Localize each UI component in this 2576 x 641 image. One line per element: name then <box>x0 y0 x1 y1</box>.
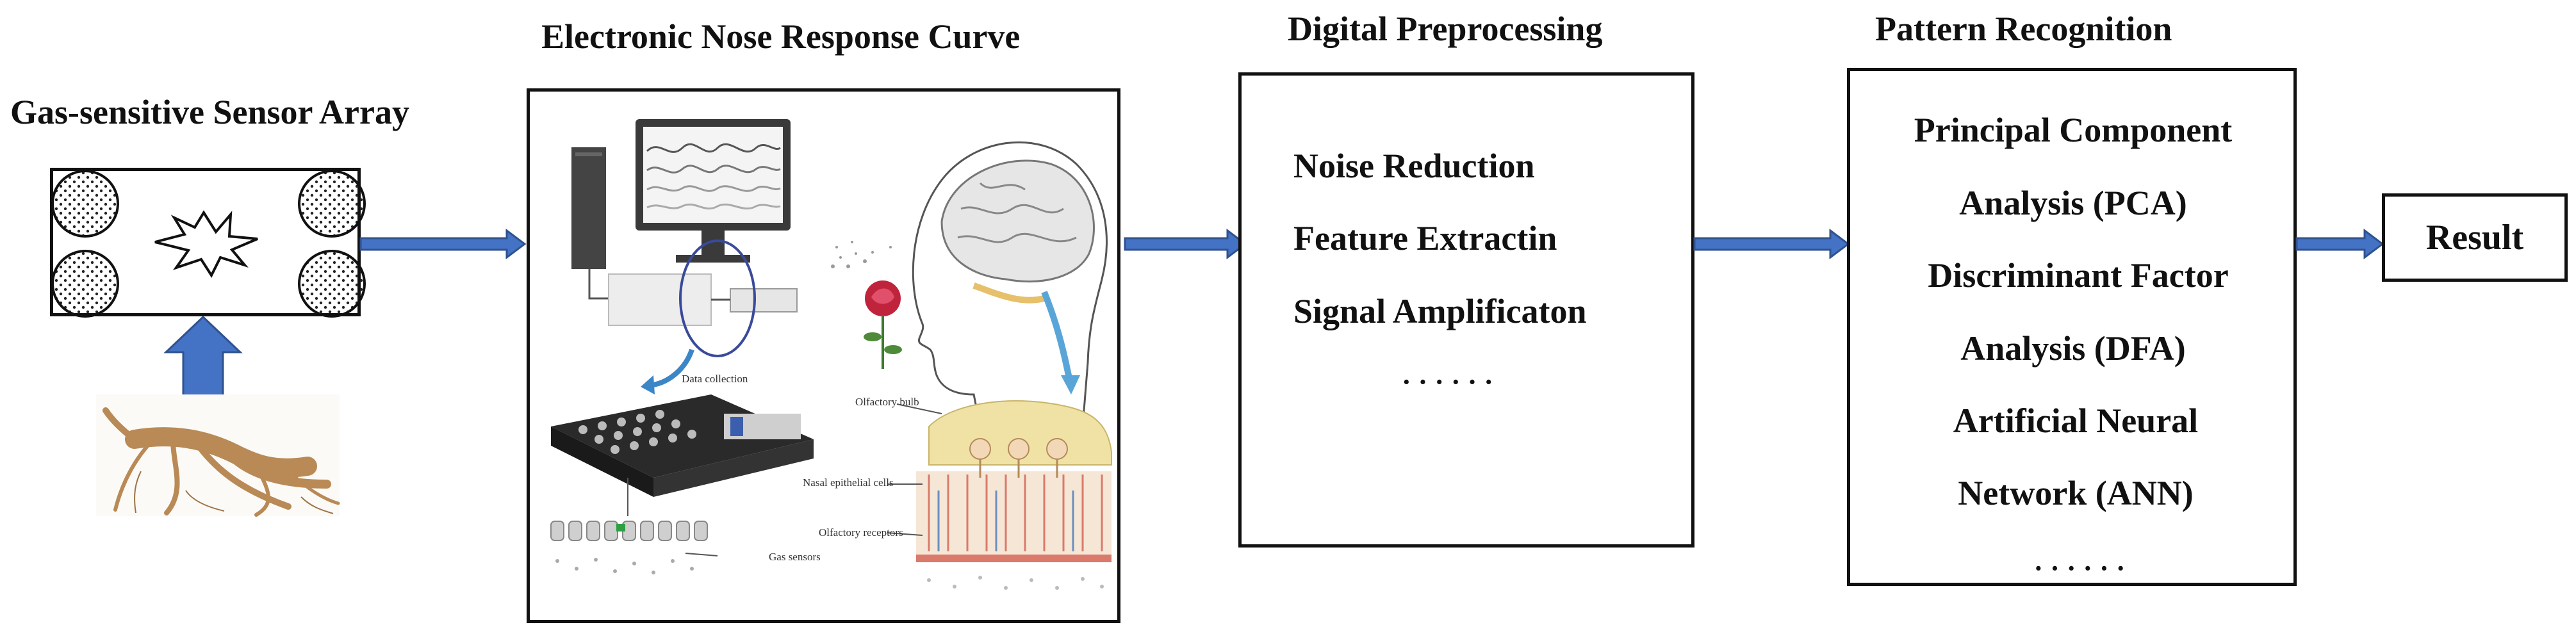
flow-arrow-icon <box>1693 229 1850 259</box>
sensor-dot-circle-icon <box>298 250 366 318</box>
recognition-item: Discriminant Factor <box>1928 256 2229 295</box>
recognition-item: Analysis (DFA) <box>1960 329 2186 368</box>
flow-arrow-icon <box>359 229 527 259</box>
flow-arrow-icon <box>2295 229 2384 259</box>
up-arrow-icon <box>163 315 243 397</box>
preprocessing-item: Signal Amplificaton <box>1293 292 1587 330</box>
preprocessing-title: Digital Preprocessing <box>1288 10 1603 48</box>
pattern-recognition-box <box>1847 68 2297 586</box>
computer-monitor-icon <box>636 119 791 263</box>
result-label: Result <box>2425 218 2524 257</box>
preprocessing-item: Feature Extractin <box>1293 219 1557 257</box>
data-collection-label: Data collection <box>682 373 748 385</box>
recognition-item: Principal Component <box>1914 111 2233 149</box>
olfactory-tissue-icon <box>916 400 1112 590</box>
result-box: Result <box>2382 193 2568 282</box>
olfactory-receptors-label: Olfactory receptors <box>819 526 903 539</box>
nasal-cells-label: Nasal epithelial cells <box>803 476 894 489</box>
gas-sensor-row-icon <box>550 521 708 541</box>
recognition-ellipsis: · · · · · · <box>2033 553 2126 584</box>
electronic-nose-illustration <box>550 119 1112 590</box>
sensor-board-icon <box>551 394 814 497</box>
ginseng-root-image <box>96 394 340 517</box>
preprocessing-item: Noise Reduction <box>1293 147 1535 185</box>
flow-arrow-icon <box>1124 229 1247 259</box>
computer-tower-icon <box>571 147 606 269</box>
preprocessing-box <box>1238 72 1694 548</box>
preprocessing-ellipsis: · · · · · · <box>1402 366 1494 398</box>
olfactory-bulb-label: Olfactory bulb <box>855 396 919 408</box>
recognition-item: Analysis (PCA) <box>1959 184 2187 222</box>
response-curve-title: Electronic Nose Response Curve <box>541 17 1021 56</box>
starburst-icon <box>154 210 258 279</box>
recognition-item: Artificial Neural <box>1953 402 2199 440</box>
sensor-dot-circle-icon <box>51 170 119 238</box>
sensor-dot-circle-icon <box>298 170 366 238</box>
gas-sensors-label: Gas sensors <box>769 551 821 563</box>
sensor-dot-circle-icon <box>51 250 119 318</box>
pattern-recognition-title: Pattern Recognition <box>1875 10 2172 48</box>
sensor-array-title: Gas-sensitive Sensor Array <box>10 93 409 131</box>
brain-head-icon <box>912 141 1108 428</box>
recognition-item: Network (ANN) <box>1958 474 2194 512</box>
rose-icon <box>864 280 902 369</box>
